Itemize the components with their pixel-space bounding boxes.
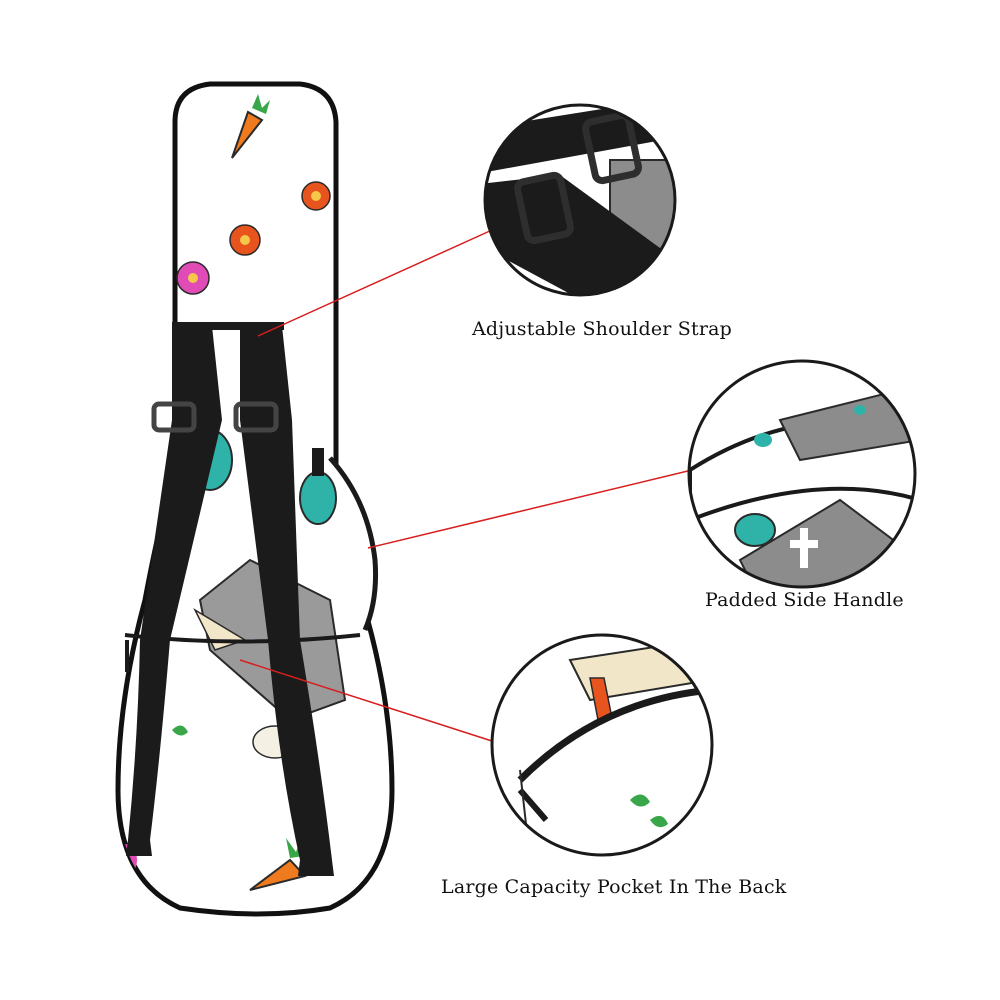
- flower-icon: [176, 261, 210, 295]
- detail-circle-handle: [687, 359, 917, 589]
- strap-buckle: [233, 401, 279, 433]
- leader-line-pocket: [239, 659, 496, 743]
- pocket-zipper: [517, 686, 712, 783]
- strap-buckle: [582, 111, 642, 185]
- side-handle: [328, 456, 379, 631]
- leader-line-handle: [367, 469, 693, 549]
- detail-circle-strap: [483, 103, 677, 297]
- callout-label-pocket: Large Capacity Pocket In The Back: [441, 876, 787, 898]
- leader-line-strap: [257, 229, 493, 337]
- carrot-icon: [231, 94, 270, 159]
- detail-circle-pocket: [490, 633, 714, 857]
- flower-icon: [229, 224, 261, 256]
- shoulder-straps: [126, 322, 334, 876]
- flower-icon: [301, 181, 331, 211]
- gig-bag: [115, 81, 395, 917]
- strap-buckle: [151, 401, 197, 433]
- strap-buckle: [514, 171, 574, 245]
- callout-label-strap: Adjustable Shoulder Strap: [472, 318, 733, 340]
- callout-label-handle: Padded Side Handle: [705, 589, 904, 611]
- teal-pattern: [299, 471, 337, 525]
